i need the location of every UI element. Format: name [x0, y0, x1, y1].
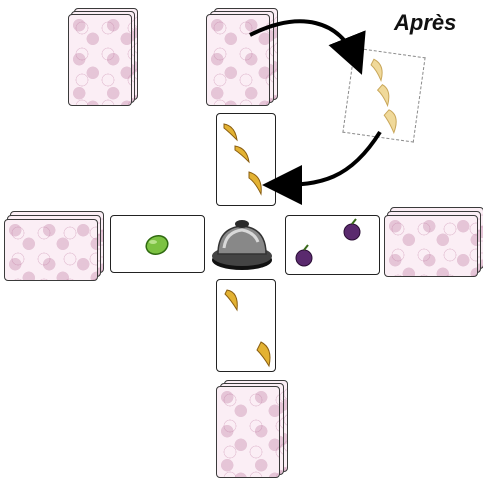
after-card	[342, 47, 425, 142]
played-card-bottom	[216, 279, 276, 372]
played-card-top	[216, 113, 276, 206]
lime-icon	[111, 216, 206, 274]
banana-icon	[217, 114, 277, 207]
after-label: Après	[394, 10, 456, 36]
plum-icon	[286, 216, 381, 276]
played-card-right	[285, 215, 380, 275]
played-card-left	[110, 215, 205, 273]
bell-icon[interactable]	[210, 212, 274, 272]
banana-icon	[217, 280, 277, 373]
banana-icon	[343, 49, 426, 144]
